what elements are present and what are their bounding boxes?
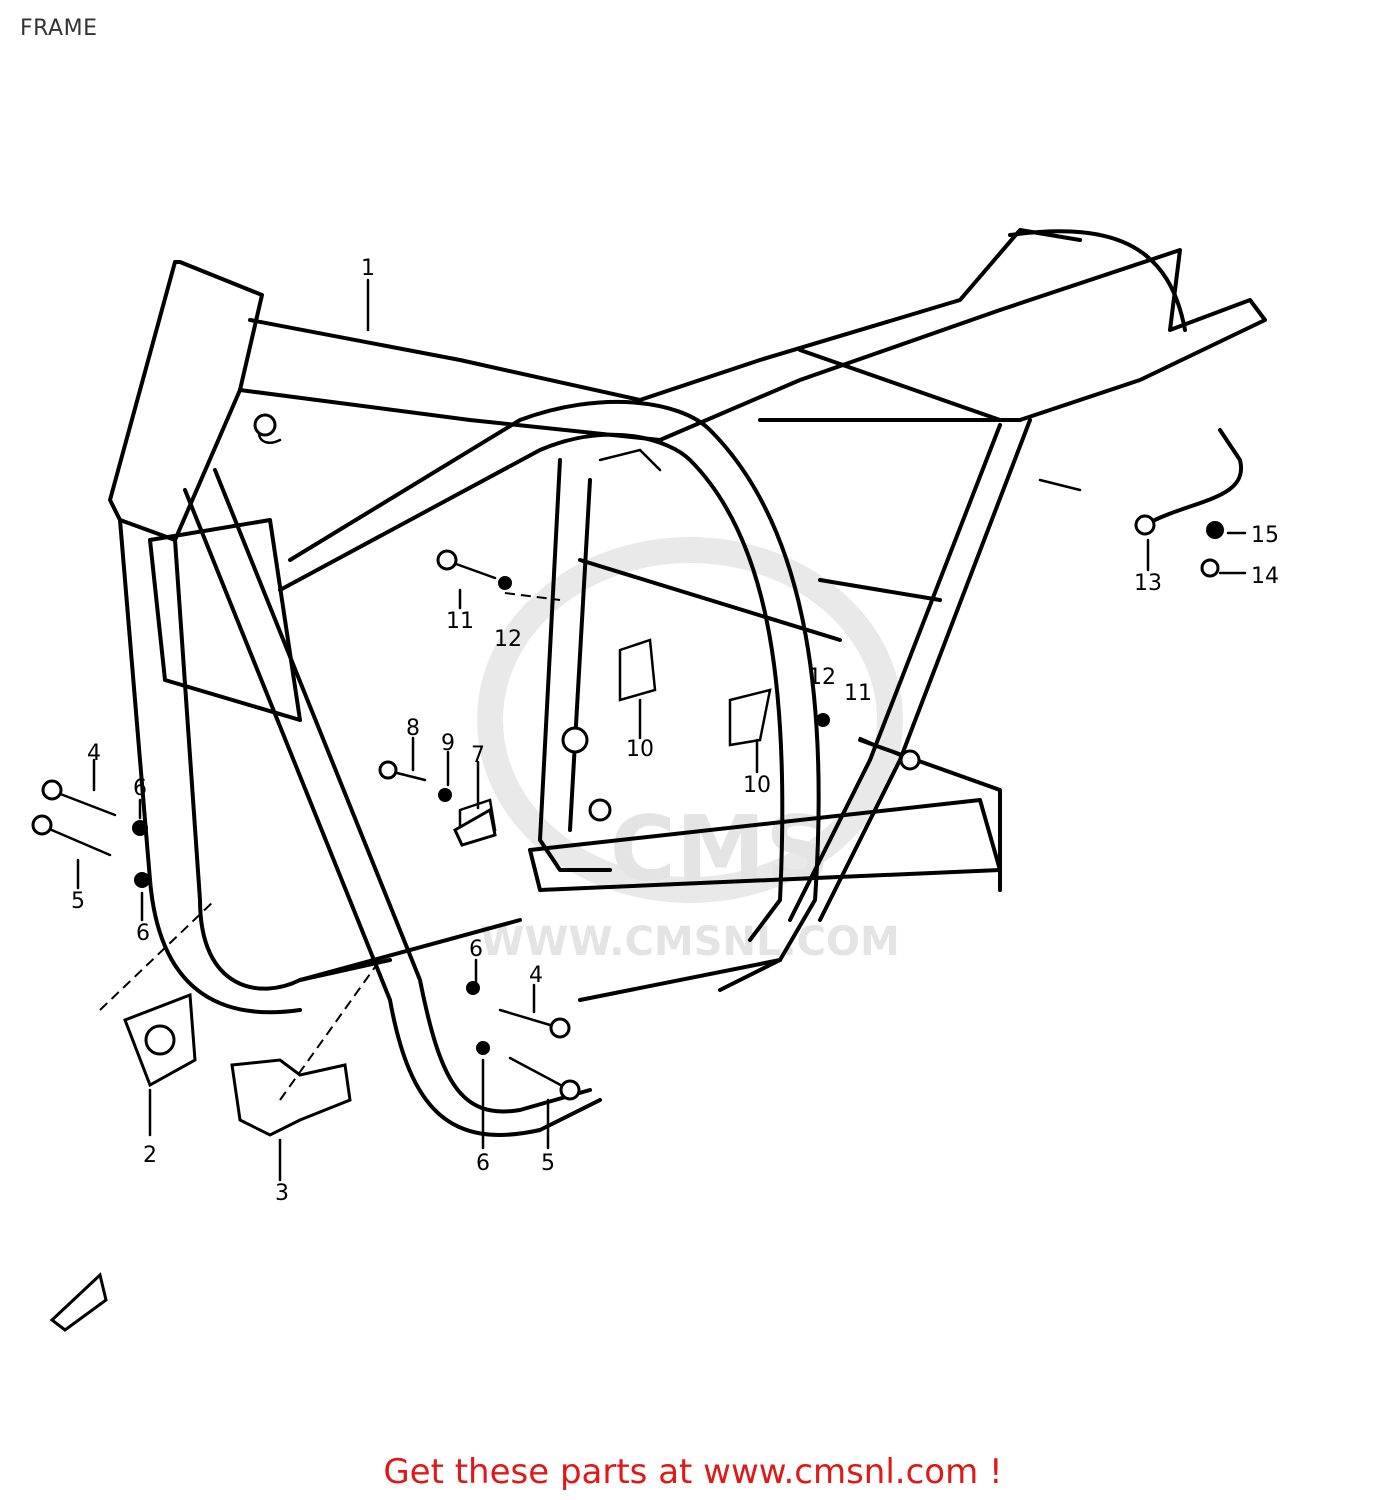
callout-7: 7 [471,743,485,768]
callout-13: 13 [1134,571,1162,596]
callout-15: 15 [1251,523,1279,548]
callout-14: 14 [1251,564,1279,589]
callout-2: 2 [143,1143,157,1168]
callout-8: 8 [406,716,420,741]
page-title: FRAME [20,16,98,41]
callout-12-b: 12 [808,665,836,690]
callout-11-a: 11 [446,609,474,634]
callout-1: 1 [361,256,375,281]
callout-3: 3 [275,1181,289,1206]
callout-12-a: 12 [494,627,522,652]
callout-6-c: 6 [469,937,483,962]
watermark-url-text: WWW.CMSNL.COM [480,919,900,965]
get-parts-link[interactable]: Get these parts at www.cmsnl.com ! [383,1452,1003,1492]
callout-6-d: 6 [476,1151,490,1176]
callout-5-left: 5 [71,889,85,914]
callout-4-left: 4 [87,741,101,766]
frame-body [108,228,1267,1137]
callout-5-lower: 5 [541,1151,555,1176]
callout-6-b: 6 [136,921,150,946]
callout-10-b: 10 [743,773,771,798]
hardware-parts [31,278,1247,1332]
callout-9: 9 [441,731,455,756]
callout-10-a: 10 [626,737,654,762]
callout-11-b: 11 [844,681,872,706]
part-callouts: 1 2 3 4 4 5 5 6 6 6 6 7 8 9 10 10 11 11 … [71,256,1279,1206]
callout-6-a: 6 [133,776,147,801]
callout-4-lower: 4 [529,963,543,988]
